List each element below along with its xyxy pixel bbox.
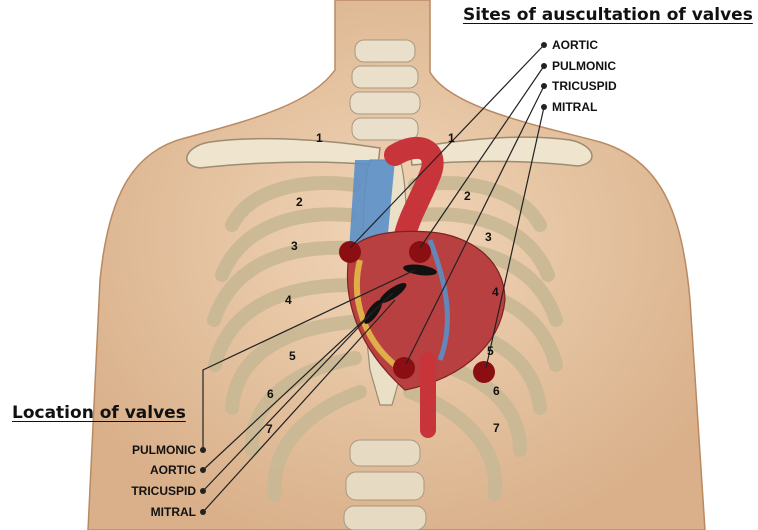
auscultation-title: Sites of auscultation of valves <box>463 5 753 25</box>
rib-number-left-7: 7 <box>266 422 273 436</box>
rib-number-left-4: 4 <box>285 293 292 307</box>
label-mitral-valve: MITRAL <box>151 505 196 519</box>
label-mitral-site: MITRAL <box>552 100 597 114</box>
rib-number-right-4: 4 <box>492 285 499 299</box>
rib-number-right-2: 2 <box>464 189 471 203</box>
location-title: Location of valves <box>12 403 186 423</box>
marker-pulmonic <box>409 241 431 263</box>
marker-mitral <box>473 361 495 383</box>
rib-number-right-1: 1 <box>448 131 455 145</box>
rib-number-left-5: 5 <box>289 349 296 363</box>
rib-number-left-1: 1 <box>316 131 323 145</box>
rib-number-right-3: 3 <box>485 230 492 244</box>
rib-number-left-2: 2 <box>296 195 303 209</box>
lumbar-spine <box>344 440 426 530</box>
rib-number-left-3: 3 <box>291 239 298 253</box>
label-aortic-site: AORTIC <box>552 38 598 52</box>
rib-number-right-7: 7 <box>493 421 500 435</box>
label-tricuspid-site: TRICUSPID <box>552 79 617 93</box>
rib-number-right-6: 6 <box>493 384 500 398</box>
marker-aortic <box>339 241 361 263</box>
label-aortic-valve: AORTIC <box>150 463 196 477</box>
label-tricuspid-valve: TRICUSPID <box>131 484 196 498</box>
label-pulmonic-site: PULMONIC <box>552 59 616 73</box>
rib-number-left-6: 6 <box>267 387 274 401</box>
marker-tricuspid <box>393 357 415 379</box>
rib-number-right-5: 5 <box>487 344 494 358</box>
label-pulmonic-valve: PULMONIC <box>132 443 196 457</box>
